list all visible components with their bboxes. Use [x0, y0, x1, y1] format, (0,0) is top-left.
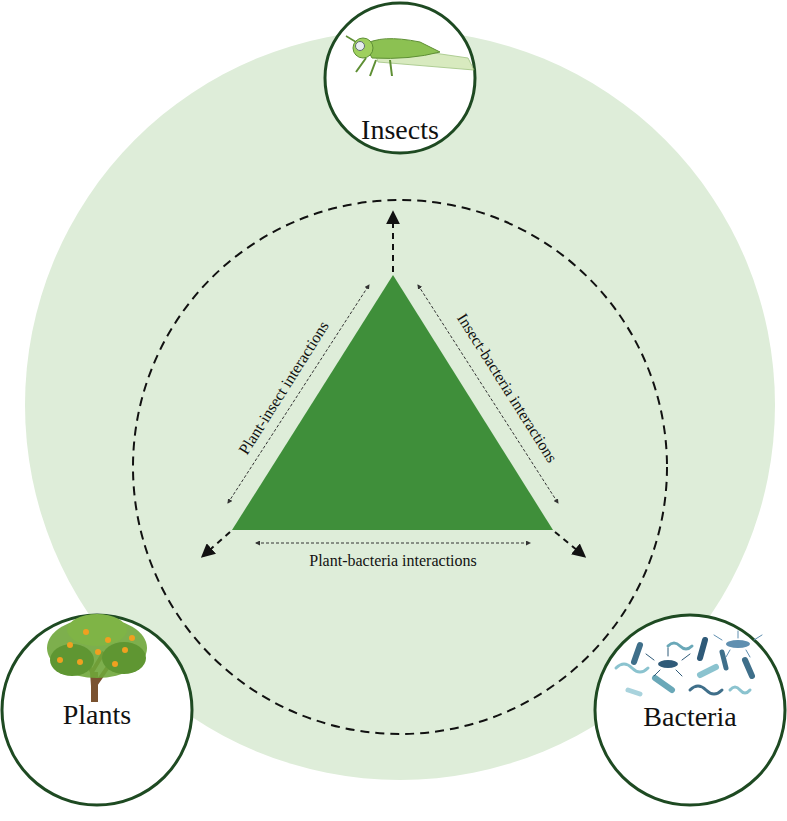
double-arrow [228, 285, 369, 503]
circle-title: Insects [323, 114, 477, 146]
double-arrow [256, 543, 530, 544]
circle-title: Plants [0, 699, 194, 731]
category-circle: Plants [0, 613, 194, 807]
double-arrow [418, 285, 558, 503]
dashed-arrow [555, 532, 584, 556]
dashed-arrow [203, 532, 230, 556]
circle-title: Bacteria [593, 701, 787, 733]
category-circle: Bacteria [593, 613, 787, 807]
dashed-arrow [392, 213, 394, 272]
dashed-ring [133, 200, 667, 734]
interaction-label: Plant-bacteria interactions [309, 552, 476, 570]
category-circle: Insects [323, 1, 477, 155]
